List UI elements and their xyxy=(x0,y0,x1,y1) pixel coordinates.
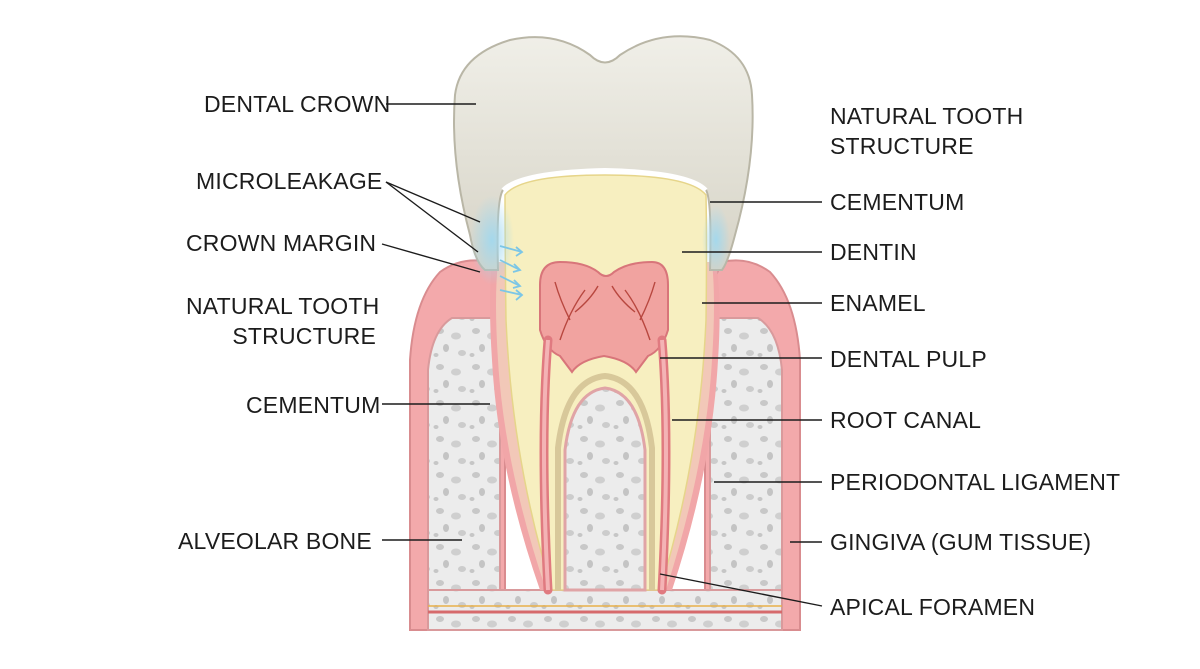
label-apical-foramen: APICAL FORAMEN xyxy=(830,594,1036,620)
label-root-canal: ROOT CANAL xyxy=(830,407,982,433)
inter-root-bone xyxy=(563,386,647,592)
bone-base xyxy=(427,589,783,631)
label-microleakage: MICROLEAKAGE xyxy=(196,168,383,194)
label-dental-crown: DENTAL CROWN xyxy=(204,91,391,117)
alveolar-bone-left xyxy=(427,317,501,616)
leader-lines xyxy=(381,103,823,607)
pulp-nerves xyxy=(554,281,656,341)
label-dentin: DENTIN xyxy=(830,239,917,265)
label-alveolar-bone: ALVEOLAR BONE xyxy=(178,528,372,554)
label-dental-pulp: DENTAL PULP xyxy=(830,346,987,372)
label-gingiva: GINGIVA (GUM TISSUE) xyxy=(830,529,1092,555)
label-periodontal-ligament: PERIODONTAL LIGAMENT xyxy=(830,469,1121,495)
microleakage-arrows xyxy=(499,245,524,301)
alveolar-bone-right xyxy=(709,317,783,616)
dental-pulp xyxy=(539,260,669,374)
label-enamel: ENAMEL xyxy=(830,290,926,316)
label-cementum-left: CEMENTUM xyxy=(246,392,381,418)
label-cementum-right: CEMENTUM xyxy=(830,189,965,215)
label-natural-tooth-structure-right: NATURAL TOOTH STRUCTURE xyxy=(830,103,1024,159)
label-crown-margin: CROWN MARGIN xyxy=(186,230,377,256)
label-natural-tooth-structure-left: NATURAL TOOTH STRUCTURE xyxy=(186,293,380,349)
